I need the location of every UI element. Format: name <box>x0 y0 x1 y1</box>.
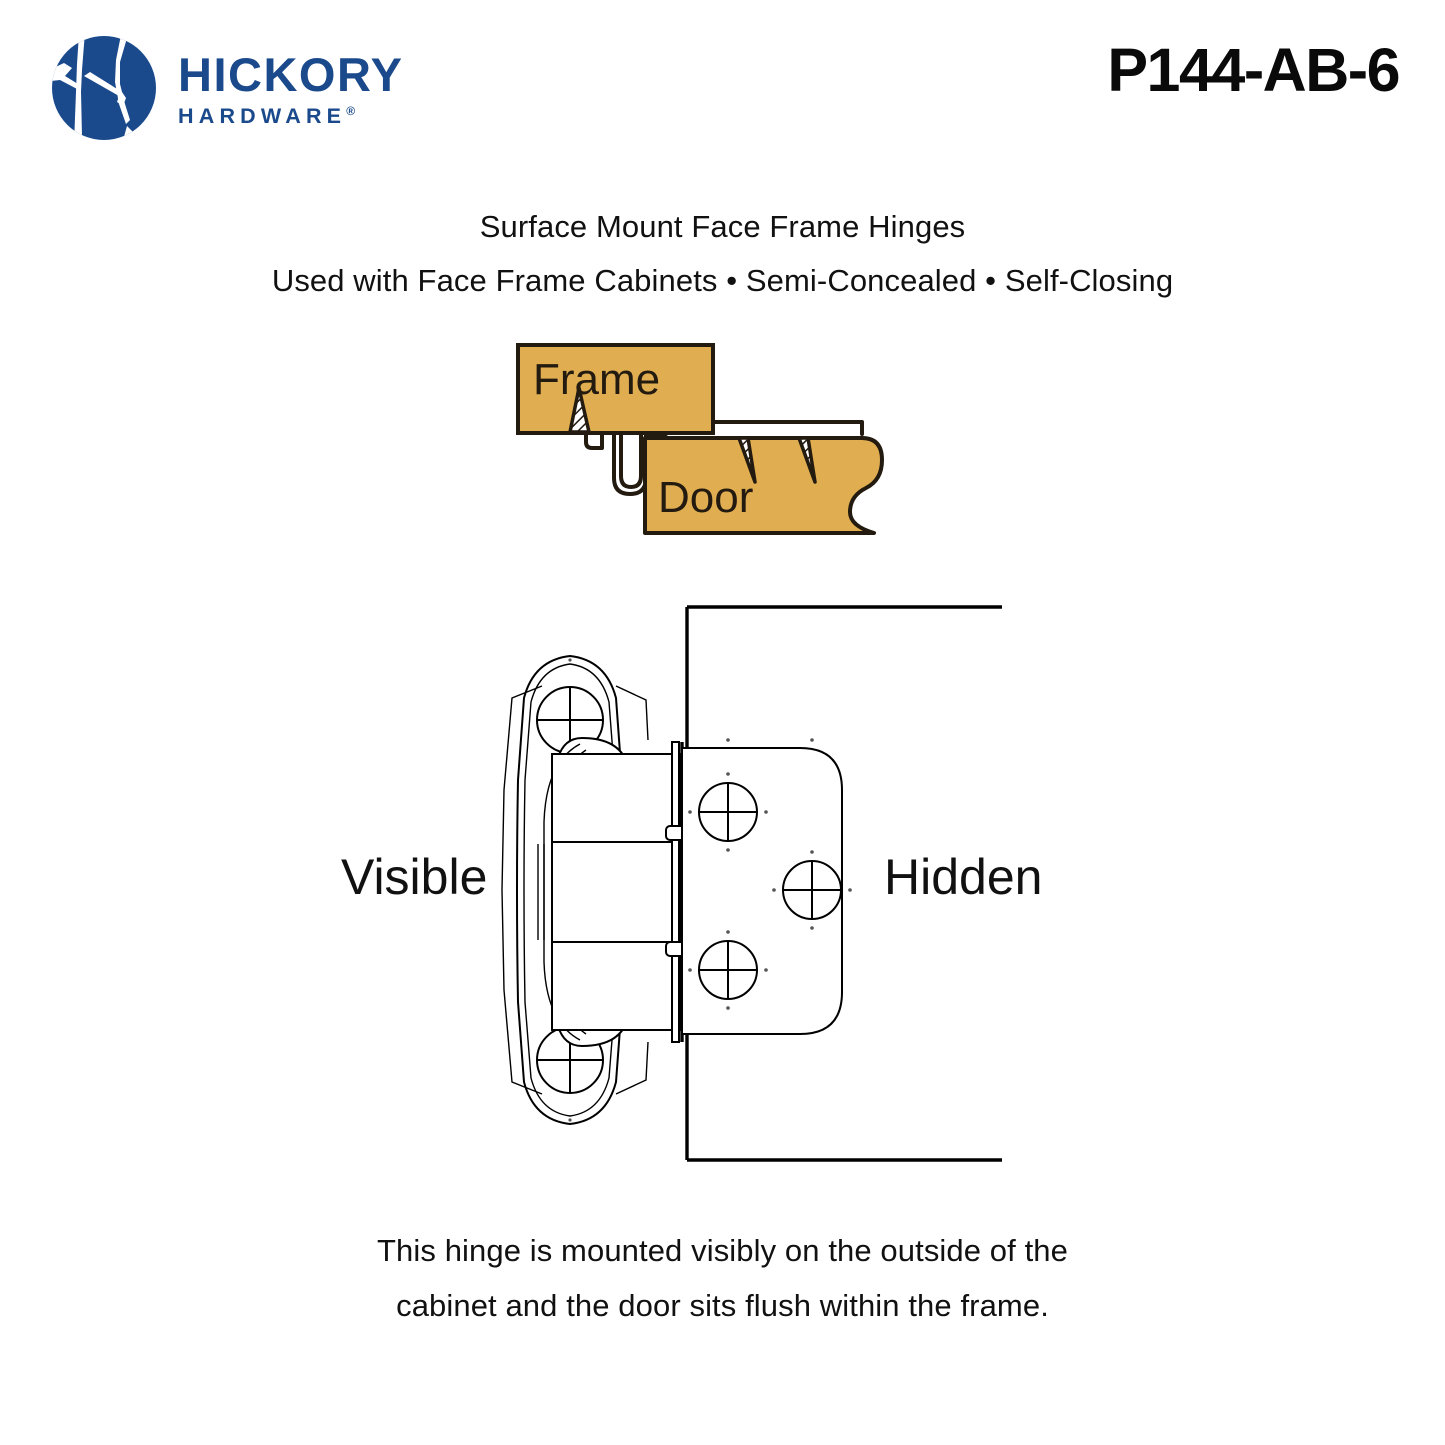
hinge-technical-drawing <box>330 590 1090 1190</box>
caption-line-1: This hinge is mounted visibly on the out… <box>377 1233 1068 1268</box>
brand-logo: HICKORY HARDWARE® <box>48 32 404 144</box>
subtitle-primary: Surface Mount Face Frame Hinges <box>479 209 966 244</box>
hinge-hidden-plate <box>681 738 852 1035</box>
subtitle-block: Surface Mount Face Frame Hinges Used wit… <box>0 208 1445 301</box>
hickory-circle-logo-icon <box>48 32 160 144</box>
hidden-side-label: Hidden <box>884 849 1043 905</box>
frame-door-cross-section-diagram: Frame Door <box>490 330 960 570</box>
frame-label: Frame <box>533 355 660 404</box>
subtitle-secondary: Used with Face Frame Cabinets • Semi-Con… <box>271 262 1174 298</box>
hinge-barrel <box>537 736 693 1048</box>
door-label: Door <box>658 473 753 522</box>
header: HICKORY HARDWARE® P144-AB-6 <box>0 0 1445 160</box>
brand-name-secondary: HARDWARE® <box>178 103 356 128</box>
footer-caption: This hinge is mounted visibly on the out… <box>0 1232 1445 1326</box>
registered-mark: ® <box>346 103 356 118</box>
brand-wordmark: HICKORY HARDWARE® <box>178 51 404 128</box>
caption-line-2: cabinet and the door sits flush within t… <box>396 1287 1049 1323</box>
brand-name-primary: HICKORY <box>178 47 404 101</box>
visible-side-label: Visible <box>341 849 488 905</box>
product-sku: P144-AB-6 <box>1107 36 1400 104</box>
